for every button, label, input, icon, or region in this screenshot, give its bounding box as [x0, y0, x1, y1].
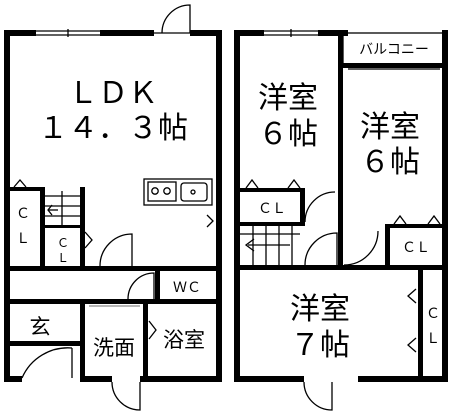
floor-2: バルコニー 洋室 ６帖 洋室 ６帖 ＣＬ [234, 29, 448, 411]
ldk-size: １４．３帖 [38, 111, 188, 146]
f1-wall-north-b [100, 30, 154, 36]
f1-entrance-door-swing [21, 347, 73, 379]
f2-door-swing-a [304, 191, 336, 223]
f1-marker-a [13, 179, 27, 188]
f1-wall-entrance-north [10, 341, 82, 346]
entrance-label: 玄 [30, 315, 51, 339]
f1-door-swing-wc [127, 272, 155, 300]
room-c-name: 洋室 [290, 292, 350, 327]
f2-wall-cl-a-east [300, 192, 305, 222]
f1-wall-north-a [4, 30, 36, 36]
f1-wall-entrance-east [80, 304, 85, 376]
washroom-label: 洗面 [93, 336, 135, 360]
f2-window-north [264, 29, 318, 37]
f2-wall-room-c-top [340, 265, 448, 270]
f1-wall-bath-west [143, 304, 148, 376]
bathroom-label: 浴室 [163, 328, 205, 352]
f1-window-north-a [36, 29, 100, 37]
f1-stairs [45, 191, 80, 225]
f1-closet-a-label-2: Ｌ [16, 231, 30, 247]
ldk-name: ＬＤＫ [68, 76, 158, 111]
f2-window-balcony [348, 64, 440, 70]
f1-wall-south-c [140, 376, 222, 382]
f2-closet-a-label: ＣＬ [258, 201, 286, 217]
f2-marker-b [393, 214, 441, 225]
room-a-name: 洋室 [258, 81, 318, 116]
f1-marker-c [206, 214, 214, 228]
f1-wall-corridor-b [84, 299, 222, 304]
f1-wall-cl-top [4, 187, 45, 191]
f2-wall-cl-c-west [418, 270, 423, 376]
f1-door-swing-ldk [99, 233, 133, 267]
f1-closet-b-label-2: Ｌ [57, 251, 69, 265]
f1-wall-north-c [190, 30, 222, 36]
f1-wall-west [4, 30, 10, 382]
f1-marker-d [148, 320, 157, 340]
f2-marker-c [407, 288, 417, 353]
f2-closet-c-label-2: Ｌ [426, 331, 440, 347]
room-a-size: ６帖 [258, 117, 318, 152]
f1-wall-corridor [4, 299, 84, 304]
f2-wall-cl-b-top [385, 224, 442, 228]
f2-wall-cl-b-west [385, 224, 390, 270]
f2-marker-a [245, 178, 301, 189]
f1-wall-wc [155, 271, 160, 301]
f1-wall-stair-west [40, 187, 45, 267]
f2-wall-south-a [234, 376, 304, 382]
f2-door-swing-c [343, 230, 379, 266]
f2-door-swing-south [303, 381, 333, 411]
room-b-name: 洋室 [360, 110, 420, 145]
f1-marker-b [84, 231, 93, 249]
f1-balcony-door-swing [154, 4, 191, 34]
f1-wall-east [216, 30, 222, 382]
f1-wall-south-b [80, 376, 112, 382]
wc-label: ＷＣ [173, 280, 201, 296]
f2-wall-west [234, 30, 240, 382]
f2-wall-east [442, 30, 448, 382]
f2-wall-rooms [338, 30, 343, 265]
room-b-size: ６帖 [360, 145, 420, 180]
f1-wall-cl2-top [45, 225, 85, 228]
f2-door-swing-b [304, 232, 338, 266]
f2-wall-north-b [318, 30, 348, 36]
f2-wall-south-b [358, 376, 448, 382]
f2-stairs [240, 226, 340, 270]
f2-closet-c-label-1: Ｃ [426, 306, 440, 322]
f1-wall-ldk-south [4, 266, 222, 271]
f1-door-swing-south [111, 381, 141, 411]
room-c-size: ７帖 [290, 328, 350, 363]
f2-wall-cl-a-bottom [240, 222, 305, 226]
kitchen-counter [143, 178, 213, 206]
floor-1: Ｃ Ｌ Ｃ Ｌ ＬＤＫ １４．３帖 ＷＣ 玄 洗面 浴室 [4, 4, 222, 411]
f2-wall-cl-a-top [240, 188, 305, 192]
f2-wall-north-a [234, 30, 264, 36]
f1-closet-b-label-1: Ｃ [57, 236, 69, 250]
f2-closet-b-label: ＣＬ [402, 240, 430, 256]
f1-closet-a-label-1: Ｃ [16, 206, 30, 222]
f1-wall-south-a [4, 376, 22, 382]
balcony-label: バルコニー [359, 42, 429, 58]
